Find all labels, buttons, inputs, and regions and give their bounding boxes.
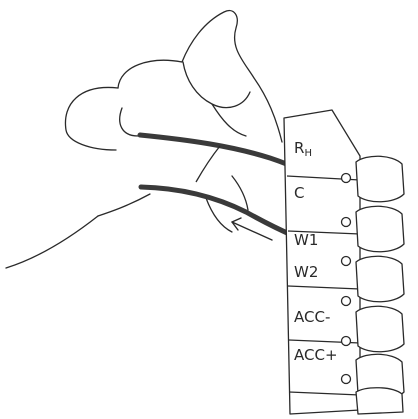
terminal-label-w1: W1 <box>294 231 318 249</box>
wire-upper <box>140 135 300 170</box>
terminal-label-acc-plus: ACC+ <box>294 346 338 364</box>
hand-illustration <box>6 11 282 268</box>
terminal-label-acc-minus: ACC- <box>294 308 330 326</box>
wire-crossing-detail <box>196 146 220 182</box>
wire-lower <box>141 187 294 236</box>
push-lever <box>356 156 404 414</box>
terminal-label-c: C <box>294 184 304 202</box>
terminal-label-w2: W2 <box>294 263 318 281</box>
